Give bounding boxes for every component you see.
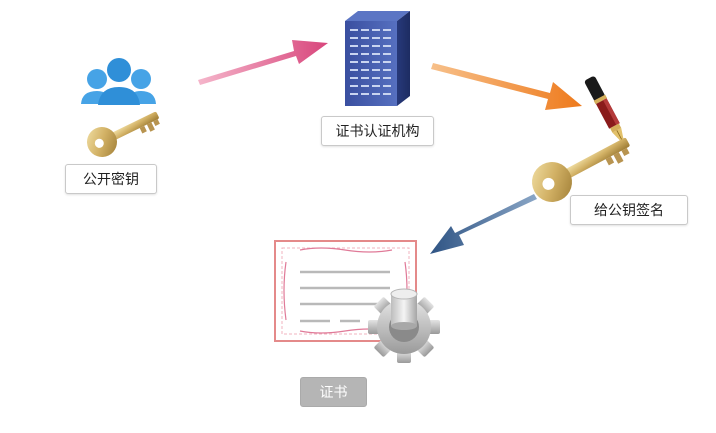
key-icon <box>87 111 160 157</box>
gear-icon <box>368 288 440 363</box>
certificate-authority-label: 证书认证机构 <box>321 116 434 146</box>
users-icon <box>81 58 156 105</box>
server-icon <box>345 11 410 106</box>
key-icon-signing <box>532 137 630 202</box>
public-key-label: 公开密钥 <box>65 164 157 194</box>
arrow-to-ca <box>198 40 328 85</box>
arrow-to-signing <box>431 63 582 110</box>
fountain-pen-icon <box>584 76 625 146</box>
arrow-to-certificate <box>430 194 537 254</box>
certificate-label: 证书 <box>300 377 367 407</box>
sign-public-key-label: 给公钥签名 <box>570 195 688 225</box>
